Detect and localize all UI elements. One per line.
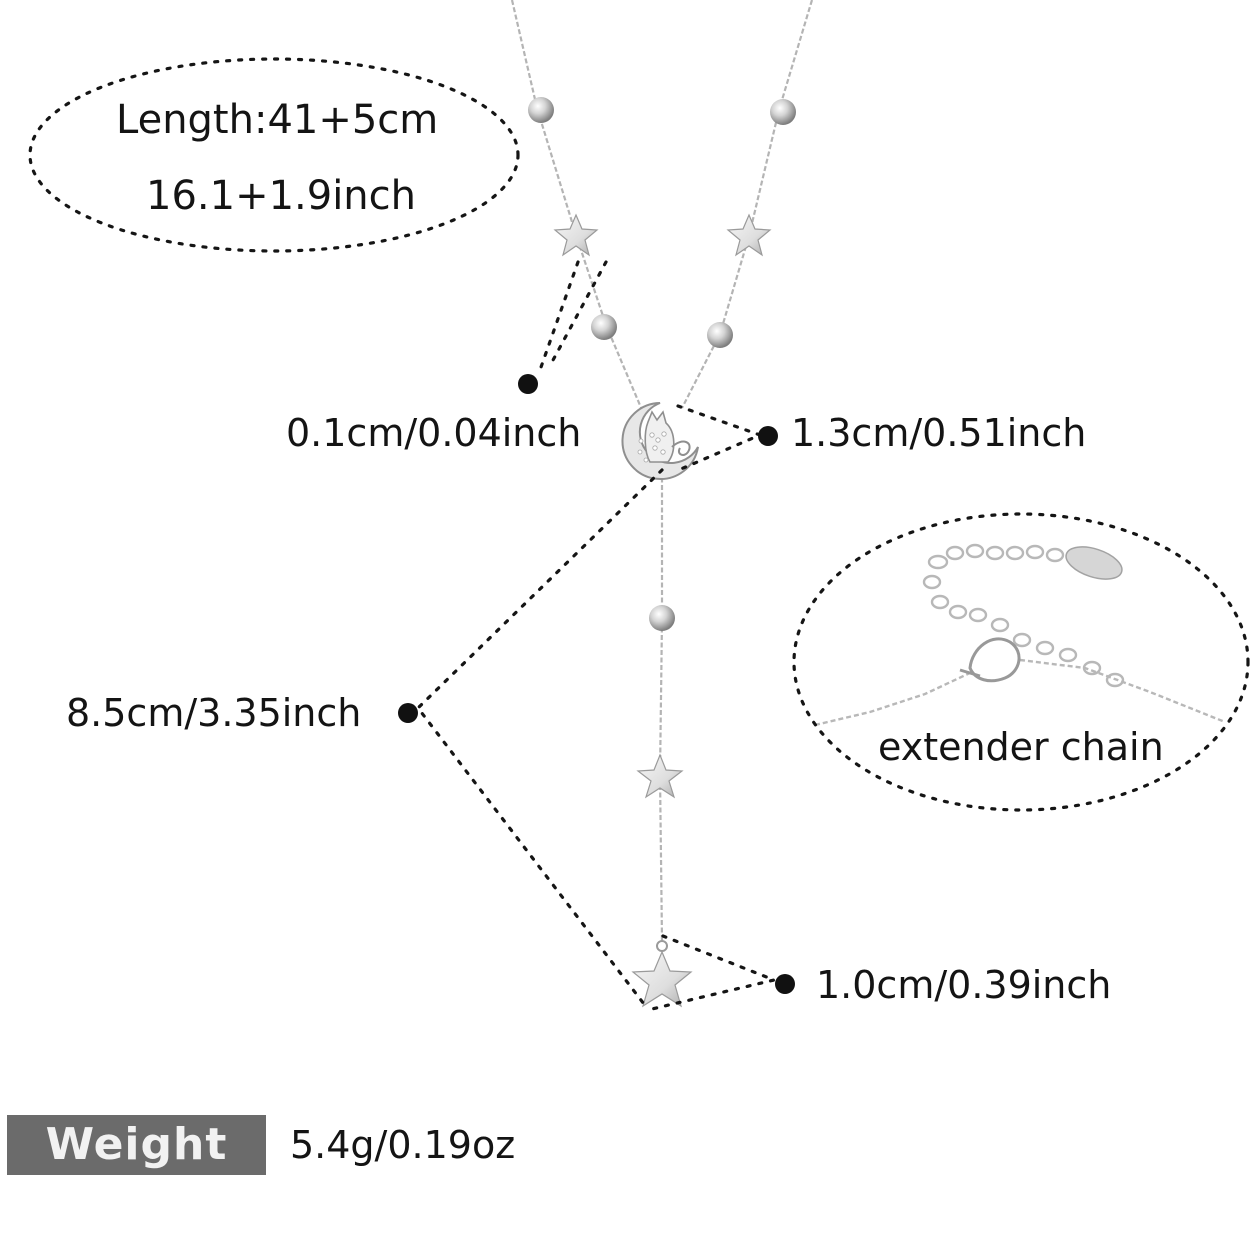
- bead: [649, 605, 675, 631]
- weight-badge: Weight: [7, 1115, 266, 1175]
- length-inch-label: 16.1+1.9inch: [146, 173, 416, 219]
- callout-dot: [518, 374, 538, 394]
- bead: [528, 97, 554, 123]
- star-charm: [636, 753, 684, 799]
- extender-chain-label: extender chain: [878, 725, 1164, 769]
- extender-callout-ellipse: [792, 512, 1250, 812]
- drop-length-leader: [415, 468, 664, 1010]
- chain-thickness-label: 0.1cm/0.04inch: [286, 411, 582, 455]
- chain-beads: [528, 97, 796, 631]
- length-cm-label: Length:41+5cm: [116, 97, 439, 143]
- star-size-label: 1.0cm/0.39inch: [816, 963, 1112, 1007]
- bead: [707, 322, 733, 348]
- weight-value: 5.4g/0.19oz: [290, 1123, 516, 1167]
- length-callout-ellipse: [28, 57, 520, 253]
- callout-dot: [758, 426, 778, 446]
- star-charms: [553, 213, 772, 1008]
- bead: [770, 99, 796, 125]
- moon-cat-pendant: [621, 402, 699, 480]
- callout-dots: [398, 374, 795, 994]
- star-size-leader: [650, 934, 780, 1011]
- chain-thickness-leader: [538, 260, 580, 372]
- weight-title: Weight: [45, 1119, 228, 1170]
- extender-tag: [1065, 546, 1123, 580]
- callout-dot: [398, 703, 418, 723]
- star-charm: [726, 213, 772, 257]
- callout-dot: [775, 974, 795, 994]
- star-charm: [553, 213, 599, 257]
- star-charm-large: [631, 950, 693, 1008]
- extender-chain-detail: [814, 543, 1226, 727]
- bead: [591, 314, 617, 340]
- pendant-size-label: 1.3cm/0.51inch: [791, 411, 1087, 455]
- drop-length-label: 8.5cm/3.35inch: [66, 691, 362, 735]
